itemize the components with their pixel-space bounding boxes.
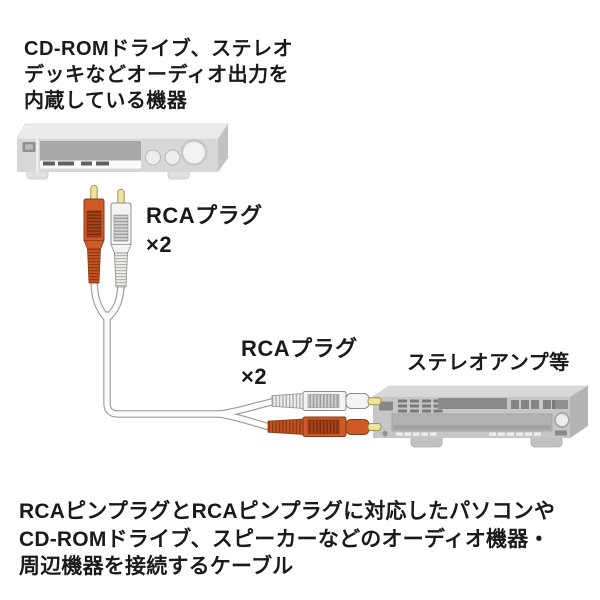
rca-plug-upper-label: RCAプラグ ×2	[146, 203, 263, 257]
panel-divider	[36, 139, 39, 172]
stereo-deck-icon	[16, 123, 229, 180]
rca-pin-icon	[367, 423, 382, 431]
small-knob	[164, 149, 181, 166]
source-device-label: CD-ROMドライブ、ステレオ デッキなどオーディオ出力を 内蔵している機器	[24, 38, 294, 112]
strain-relief	[114, 252, 128, 288]
transport-buttons	[396, 430, 567, 436]
function-buttons	[511, 400, 560, 409]
display-panel	[438, 398, 507, 409]
device-top-face	[16, 123, 229, 140]
plug-grip	[307, 419, 340, 434]
plug-grip	[113, 214, 129, 242]
device-side-face	[570, 386, 588, 438]
strain-relief	[87, 248, 101, 284]
display-panel	[40, 141, 141, 161]
plug-grip	[86, 210, 102, 238]
amplifier-label: ステレオアンプ等	[407, 352, 570, 374]
stereo-amplifier-icon	[372, 385, 590, 448]
strain-relief	[271, 393, 304, 409]
power-button	[379, 401, 393, 411]
device-side-face	[218, 124, 228, 172]
rca-plug-white-lower-icon	[271, 391, 382, 411]
strip-buttons	[43, 161, 109, 166]
rca-plug-lower-label: RCAプラグ ×2	[241, 336, 358, 389]
plug-grip	[307, 394, 340, 408]
strain-relief	[267, 418, 304, 435]
input-selector-button	[555, 400, 568, 409]
product-description: RCAピンプラグとRCAピンプラグに対応したパソコンや CD-ROMドライブ、ス…	[19, 500, 556, 578]
headphone-jack	[382, 430, 388, 437]
small-knob	[145, 149, 161, 166]
device-top-face	[372, 385, 590, 398]
rca-pin-icon	[367, 397, 382, 406]
rca-plug-white-upper-icon	[110, 189, 132, 288]
rca-plug-red-lower-icon	[267, 416, 382, 437]
rca-plug-red-upper-icon	[83, 185, 105, 284]
